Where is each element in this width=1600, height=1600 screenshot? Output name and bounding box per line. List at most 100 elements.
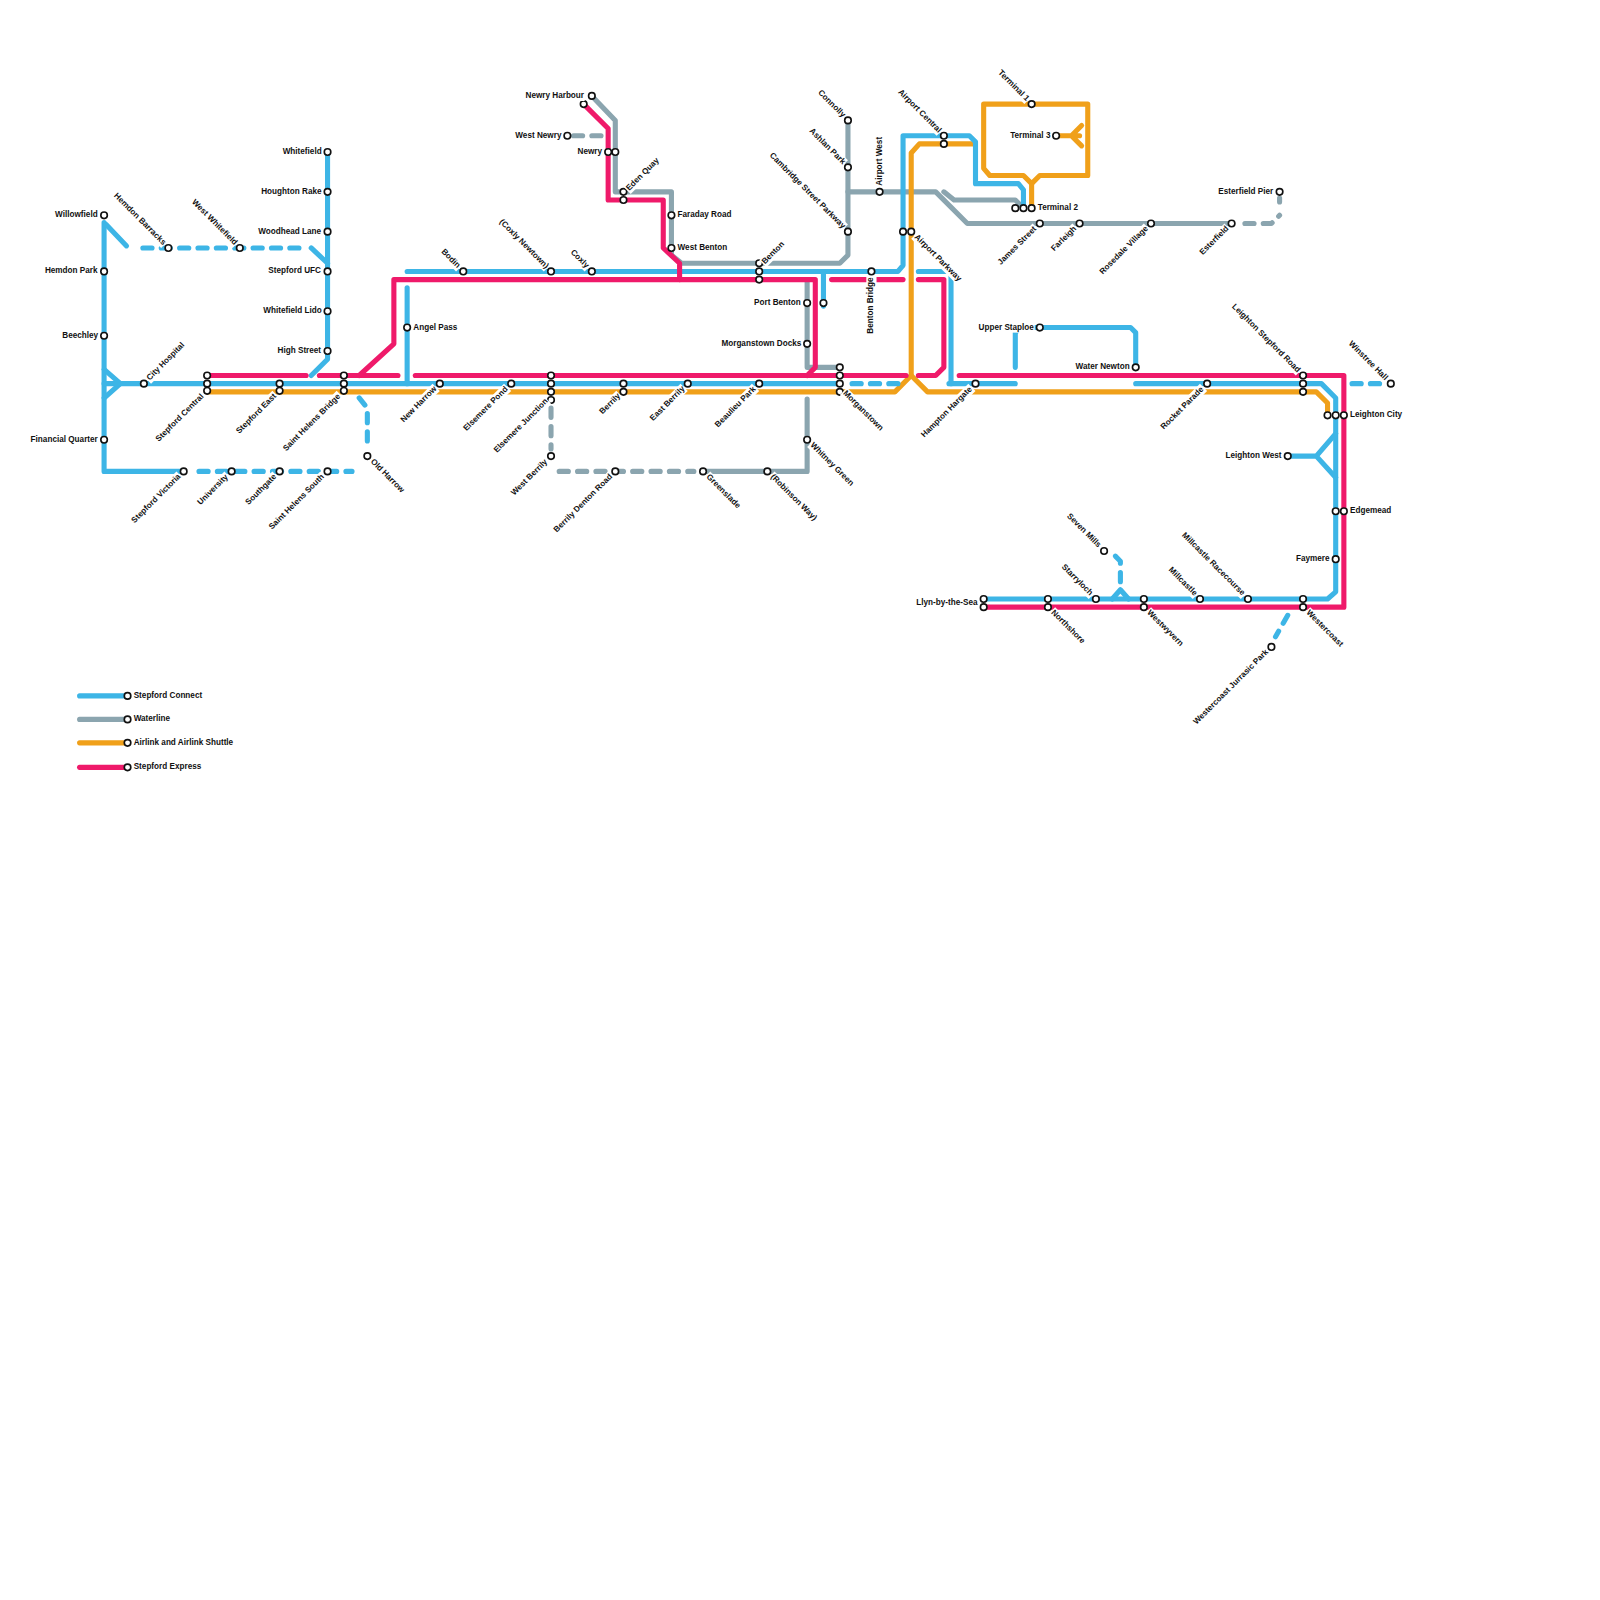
station-dot bbox=[1332, 556, 1339, 563]
station-dot bbox=[341, 388, 348, 395]
station-dot bbox=[101, 332, 108, 339]
station-name: Leighton West bbox=[1224, 451, 1282, 461]
station-name: Terminal 1 bbox=[995, 67, 1032, 104]
station-name: Leighton City bbox=[1349, 410, 1403, 420]
station-dot bbox=[324, 468, 331, 475]
station-dot bbox=[101, 268, 108, 275]
station-name: Esterfield Pier bbox=[1217, 187, 1274, 197]
station-dot bbox=[460, 268, 467, 275]
station-dot bbox=[324, 268, 331, 275]
station-dot bbox=[276, 468, 283, 475]
station-dot bbox=[900, 228, 907, 235]
station-name: Beechley bbox=[61, 331, 99, 341]
station-name: Saint Helens Bridge bbox=[280, 391, 343, 454]
station-name: University bbox=[195, 472, 232, 509]
station-dot bbox=[204, 380, 211, 387]
station-dot bbox=[980, 604, 987, 611]
station-dot bbox=[276, 388, 283, 395]
station-dot bbox=[1141, 604, 1148, 611]
station-name: Elsemere Junction bbox=[491, 396, 551, 456]
station-dot bbox=[341, 372, 348, 379]
station-name: City Hospital bbox=[144, 340, 188, 384]
station-dot bbox=[620, 380, 627, 387]
station-dot bbox=[1132, 364, 1139, 371]
station-name: Bodin bbox=[438, 246, 463, 271]
station-name: Esterfield bbox=[1197, 223, 1232, 258]
station-name: Upper Staploe bbox=[978, 322, 1035, 332]
station-name: Port Benton bbox=[753, 298, 802, 308]
station-dot bbox=[804, 437, 811, 444]
station-dot bbox=[837, 364, 844, 371]
station-dot bbox=[1341, 508, 1348, 515]
station-dot bbox=[1053, 132, 1060, 139]
station-name: Westercoast bbox=[1303, 607, 1346, 650]
station-dot bbox=[1332, 508, 1339, 515]
station-name: West Newry bbox=[514, 131, 562, 141]
station-dot bbox=[548, 268, 555, 275]
station-name: Morganstown Docks bbox=[720, 339, 802, 349]
station-dot bbox=[1020, 205, 1027, 212]
station-dot bbox=[1284, 453, 1291, 460]
station-dot bbox=[972, 380, 979, 387]
station-dot bbox=[605, 149, 612, 156]
station-dot bbox=[204, 372, 211, 379]
station-dot bbox=[1388, 380, 1395, 387]
station-dot bbox=[508, 380, 515, 387]
station-dot bbox=[804, 300, 811, 307]
station-name: James Street bbox=[995, 224, 1040, 269]
station-dot bbox=[324, 189, 331, 196]
station-dot bbox=[1141, 596, 1148, 603]
legend-text: Waterline bbox=[134, 714, 170, 724]
station-dot bbox=[1028, 101, 1035, 108]
station-name: Westwyvern bbox=[1144, 607, 1186, 649]
station-dot bbox=[756, 268, 763, 275]
station-dot bbox=[1148, 220, 1155, 227]
station-name: Airport Parkway bbox=[911, 232, 964, 285]
station-dot bbox=[1300, 596, 1307, 603]
station-dot bbox=[324, 308, 331, 315]
legend-swatch bbox=[76, 690, 133, 702]
station-dot bbox=[837, 380, 844, 387]
station-dot bbox=[756, 276, 763, 283]
station-dot bbox=[1045, 604, 1052, 611]
station-name: Whitefield Lido bbox=[262, 306, 323, 316]
station-name: Faymere bbox=[1295, 554, 1331, 564]
station-dot bbox=[1245, 596, 1252, 603]
station-name: Angel Pass bbox=[412, 322, 458, 332]
station-name: Leighton Stepford Road bbox=[1229, 301, 1303, 375]
station-dot bbox=[1045, 596, 1052, 603]
station-dot bbox=[237, 245, 244, 252]
station-dot bbox=[876, 189, 883, 196]
station-name: Hemdon Park bbox=[44, 266, 99, 276]
station-name: West Whitefield bbox=[189, 197, 241, 249]
station-dot bbox=[1300, 389, 1307, 396]
station-name: West Benton bbox=[677, 243, 729, 253]
station-dot bbox=[612, 468, 619, 475]
station-name: Morganstown bbox=[840, 388, 886, 434]
station-dot bbox=[612, 149, 619, 156]
station-dot bbox=[668, 212, 675, 219]
station-name: Southgate bbox=[243, 471, 280, 508]
station-name: Financial Quarter bbox=[30, 435, 99, 445]
station-name: Faraday Road bbox=[677, 210, 733, 220]
station-name: Edgemead bbox=[1349, 506, 1392, 516]
legend-swatch bbox=[76, 737, 133, 749]
station-dot bbox=[700, 468, 707, 475]
station-dot bbox=[845, 117, 852, 124]
station-dot bbox=[620, 197, 627, 204]
station-dot bbox=[165, 245, 172, 252]
station-dot bbox=[908, 228, 915, 235]
station-dot bbox=[1324, 412, 1331, 419]
station-name: Westercoast Jurrasic Park bbox=[1191, 647, 1272, 728]
station-dot bbox=[1341, 412, 1348, 419]
station-dot bbox=[1028, 205, 1035, 212]
station-name: (Coxly Newtown) bbox=[496, 217, 551, 272]
station-name: Winstree Hall bbox=[1345, 338, 1390, 383]
station-name: Terminal 3 bbox=[1009, 131, 1051, 141]
station-dot bbox=[620, 389, 627, 396]
station-name: Northshore bbox=[1048, 607, 1088, 647]
station-dot bbox=[548, 389, 555, 396]
station-dot bbox=[980, 596, 987, 603]
station-dot bbox=[1300, 372, 1307, 379]
